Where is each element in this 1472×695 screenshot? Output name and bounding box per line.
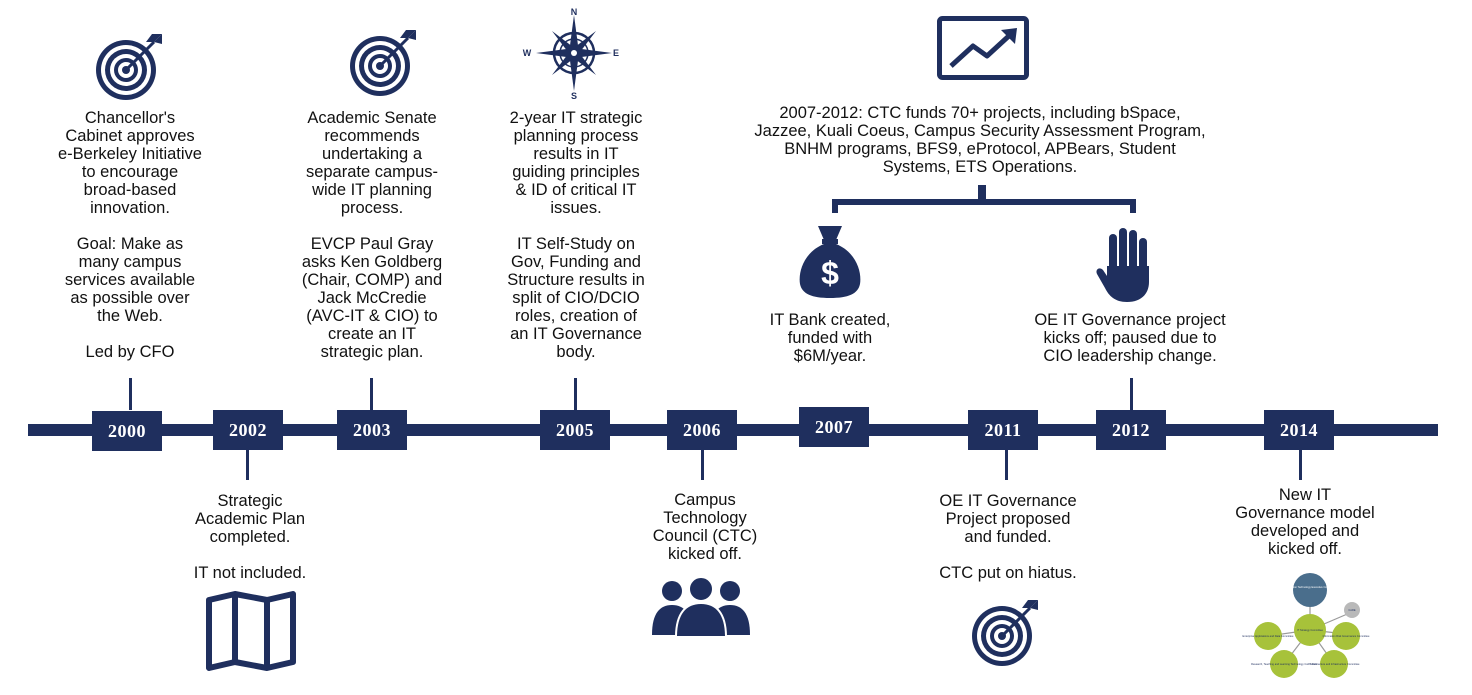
- dollar-sign: $: [821, 255, 839, 291]
- org-label-left: Enterprise Applications and Data Committ…: [1243, 634, 1294, 638]
- year-2003: 2003: [337, 410, 407, 450]
- year-2012: 2012: [1096, 410, 1166, 450]
- compass-icon: N S W E: [523, 7, 619, 101]
- org-node-left: [1254, 622, 1282, 650]
- compass-w: W: [523, 48, 532, 58]
- year-2006: 2006: [667, 410, 737, 450]
- org-node-bottom-right: [1320, 650, 1348, 678]
- event-2007-projects-text: 2007-2012: CTC funds 70+ projects, inclu…: [754, 104, 1206, 176]
- event-2012-text: OE IT Governance project kicks off; paus…: [1034, 311, 1226, 365]
- org-node-bottom-left: [1270, 650, 1298, 678]
- year-2011: 2011: [968, 410, 1038, 450]
- org-label-right: Information Risk Governance Committee: [1323, 634, 1370, 638]
- target-icon: [96, 34, 162, 100]
- stem-2005: [574, 378, 577, 410]
- org-label-top: Information Technology Executive Committ…: [1284, 585, 1337, 589]
- event-2003-text: Academic Senate recommends undertaking a…: [301, 109, 443, 361]
- stem-2014: [1299, 448, 1302, 480]
- people-icon: [652, 576, 750, 638]
- year-2014: 2014: [1264, 410, 1334, 450]
- stem-2012: [1130, 378, 1133, 410]
- event-2007-text: IT Bank created, funded with $6M/year.: [769, 311, 891, 365]
- event-2000-text: Chancellor's Cabinet approves e-Berkeley…: [58, 109, 202, 361]
- org-label-center: IT Strategy Committee: [1297, 628, 1323, 632]
- money-bag-icon: $: [799, 226, 861, 298]
- hand-icon: [1096, 228, 1149, 302]
- org-node-top: [1293, 573, 1327, 607]
- org-label-side: CARE: [1348, 608, 1355, 612]
- projects-bracket: [832, 185, 1136, 213]
- stem-2006: [701, 448, 704, 480]
- org-node-center: [1294, 614, 1326, 646]
- event-2014-text: New IT Governance model developed and ki…: [1235, 486, 1375, 558]
- growth-chart-icon: [937, 16, 1029, 80]
- event-2002-text: Strategic Academic Plan completed. IT no…: [193, 492, 307, 582]
- org-label-bottom-left: Research, Teaching and Learning Technolo…: [1251, 662, 1317, 666]
- org-chart-icon: Information Technology Executive Committ…: [1243, 573, 1370, 678]
- target-icon: [972, 600, 1038, 666]
- compass-e: E: [613, 48, 619, 58]
- compass-n: N: [571, 7, 578, 17]
- year-2007: 2007: [799, 407, 869, 447]
- org-node-side: [1344, 602, 1360, 618]
- year-2000: 2000: [92, 411, 162, 451]
- event-2006-text: Campus Technology Council (CTC) kicked o…: [652, 491, 758, 563]
- stem-2000: [129, 378, 132, 410]
- map-icon: [206, 591, 296, 671]
- stem-2011: [1005, 450, 1008, 480]
- stem-2003: [370, 378, 373, 410]
- event-2005-text: 2-year IT strategic planning process res…: [507, 109, 645, 361]
- org-label-bottom-right: IT Architecture and Infrastructure Commi…: [1309, 662, 1361, 666]
- event-2011-text: OE IT Governance Project proposed and fu…: [939, 492, 1077, 582]
- year-2005: 2005: [540, 410, 610, 450]
- stem-2002: [246, 450, 249, 480]
- year-2002: 2002: [213, 410, 283, 450]
- compass-s: S: [571, 91, 577, 101]
- org-node-right: [1332, 622, 1360, 650]
- target-icon: [350, 30, 416, 96]
